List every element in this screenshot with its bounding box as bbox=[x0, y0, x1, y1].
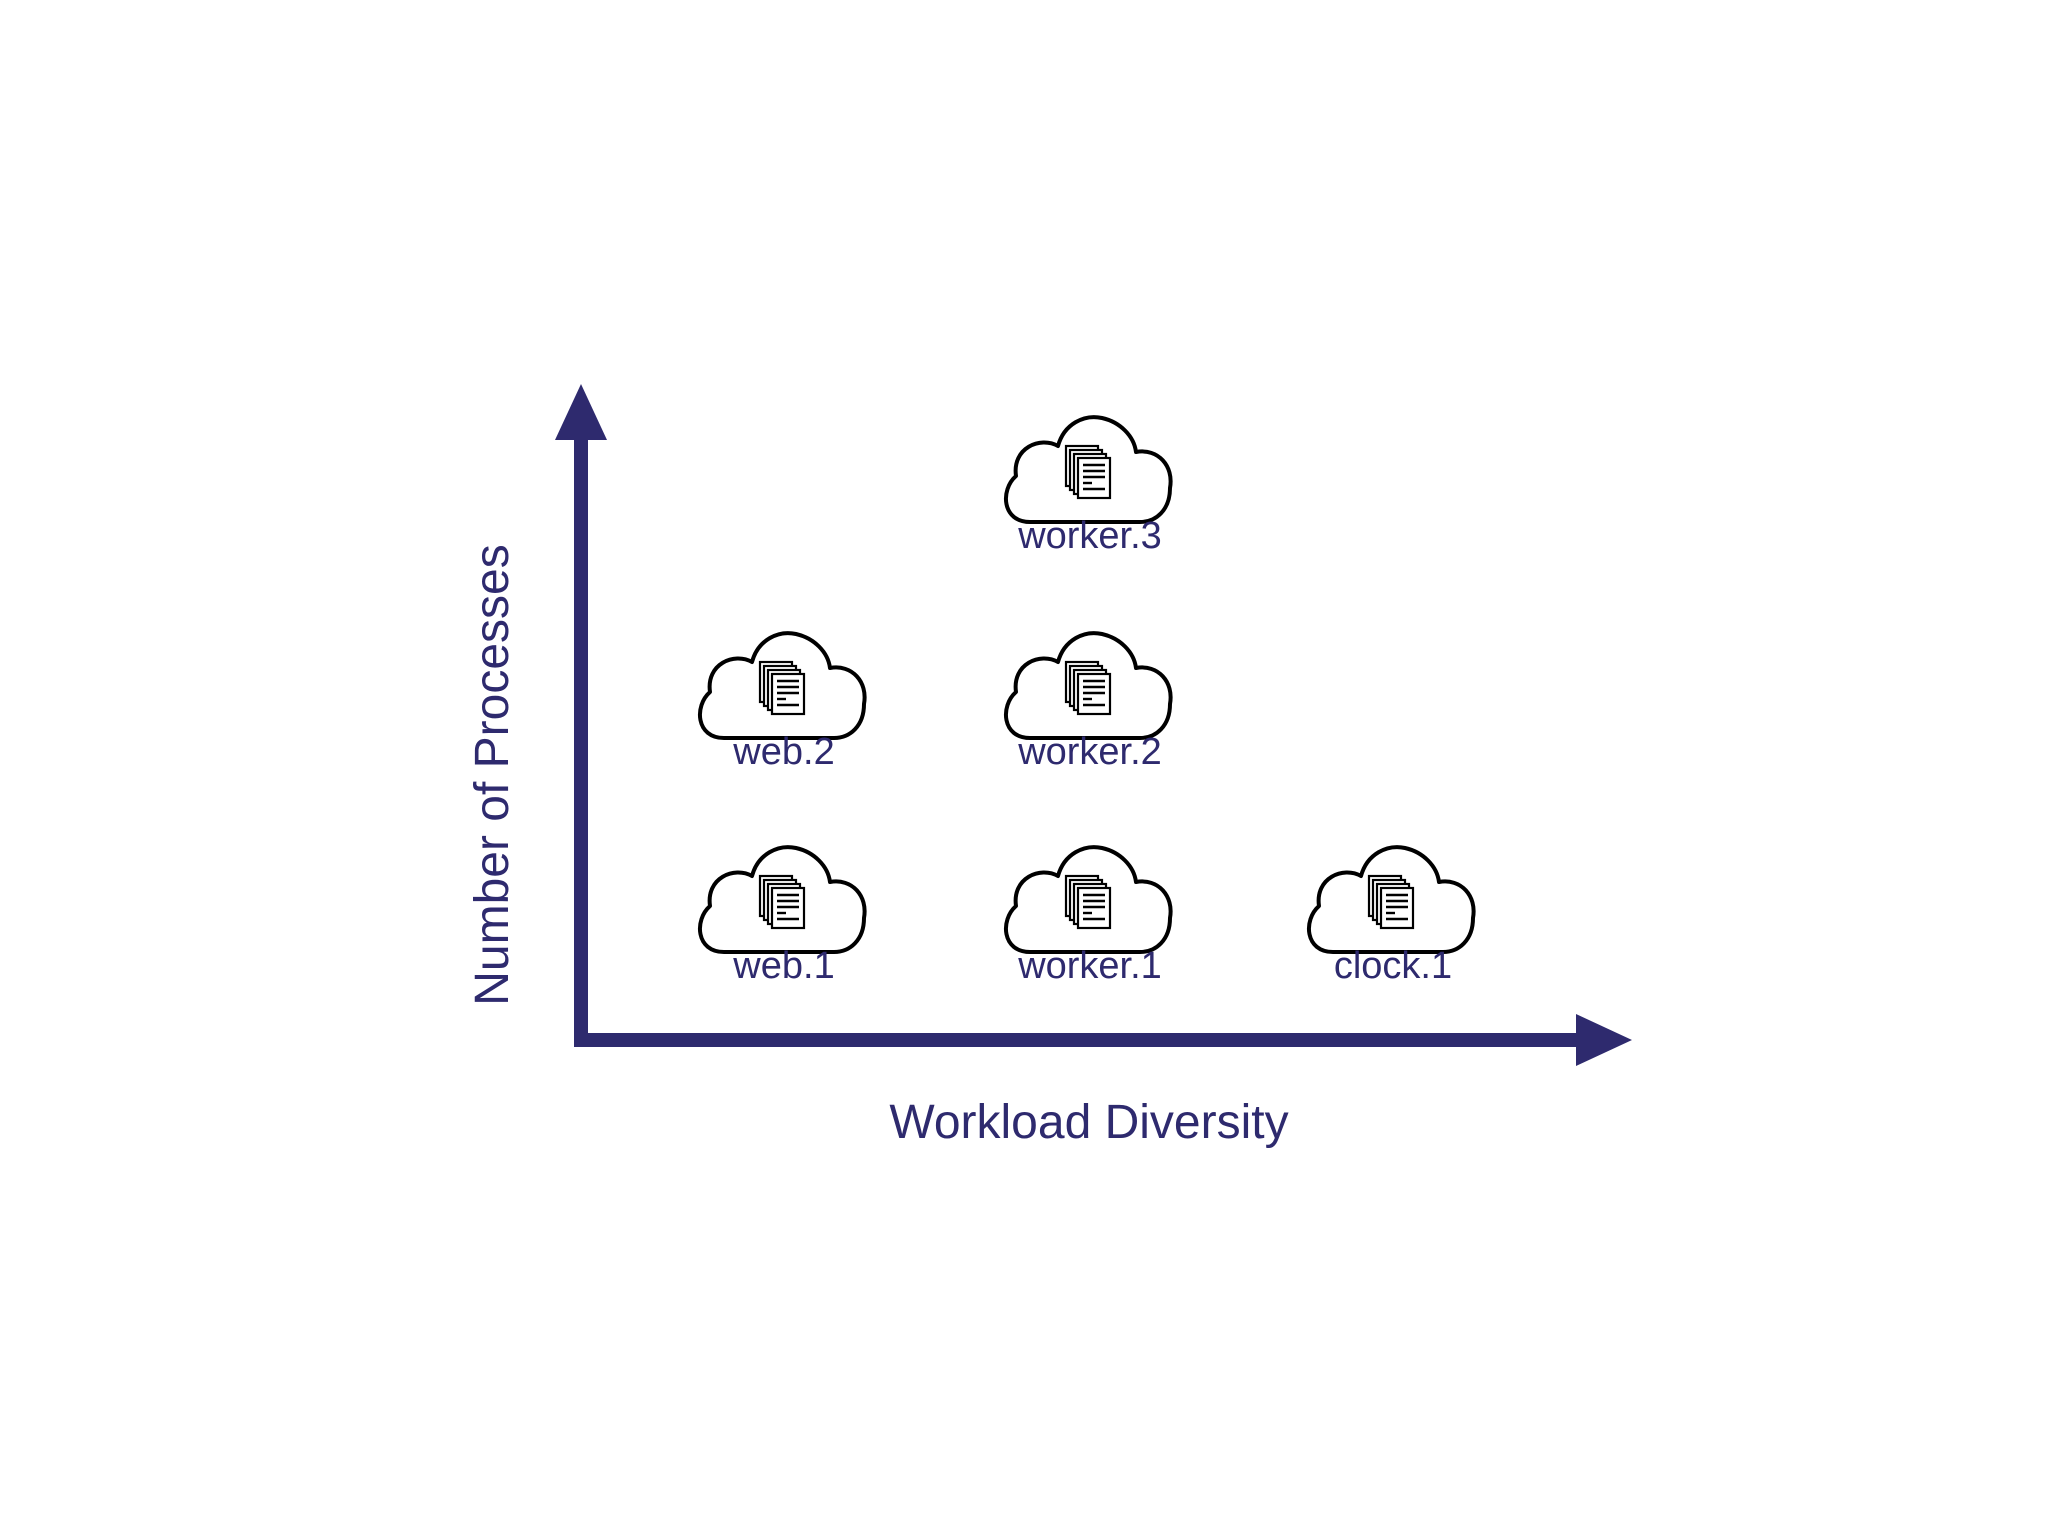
process-node: clock.1 bbox=[1306, 845, 1476, 987]
cloud-documents-icon bbox=[1003, 415, 1173, 524]
process-layer: web.1 web.2 worker.1 worker.2 worker.3 clock.… bbox=[697, 415, 1476, 987]
process-node: worker.3 bbox=[1003, 415, 1173, 557]
process-node: worker.1 bbox=[1003, 845, 1173, 987]
process-label: worker.1 bbox=[1017, 945, 1162, 987]
y-axis-label: Number of Processes bbox=[466, 544, 519, 1006]
process-node: worker.2 bbox=[1003, 631, 1173, 773]
y-axis bbox=[555, 384, 607, 1040]
y-axis-arrowhead-icon bbox=[555, 384, 607, 440]
x-axis-arrowhead-icon bbox=[1576, 1014, 1632, 1066]
cloud-documents-icon bbox=[1003, 631, 1173, 740]
x-axis bbox=[574, 1014, 1632, 1066]
cloud-documents-icon bbox=[1306, 845, 1476, 954]
process-label: worker.3 bbox=[1017, 515, 1162, 557]
x-axis-label: Workload Diversity bbox=[889, 1096, 1288, 1149]
process-label: clock.1 bbox=[1334, 945, 1452, 987]
cloud-documents-icon bbox=[697, 845, 867, 954]
cloud-documents-icon bbox=[1003, 845, 1173, 954]
process-label: web.2 bbox=[732, 731, 834, 773]
process-node: web.1 bbox=[697, 845, 867, 987]
process-node: web.2 bbox=[697, 631, 867, 773]
process-label: web.1 bbox=[732, 945, 834, 987]
process-label: worker.2 bbox=[1017, 731, 1162, 773]
cloud-documents-icon bbox=[697, 631, 867, 740]
